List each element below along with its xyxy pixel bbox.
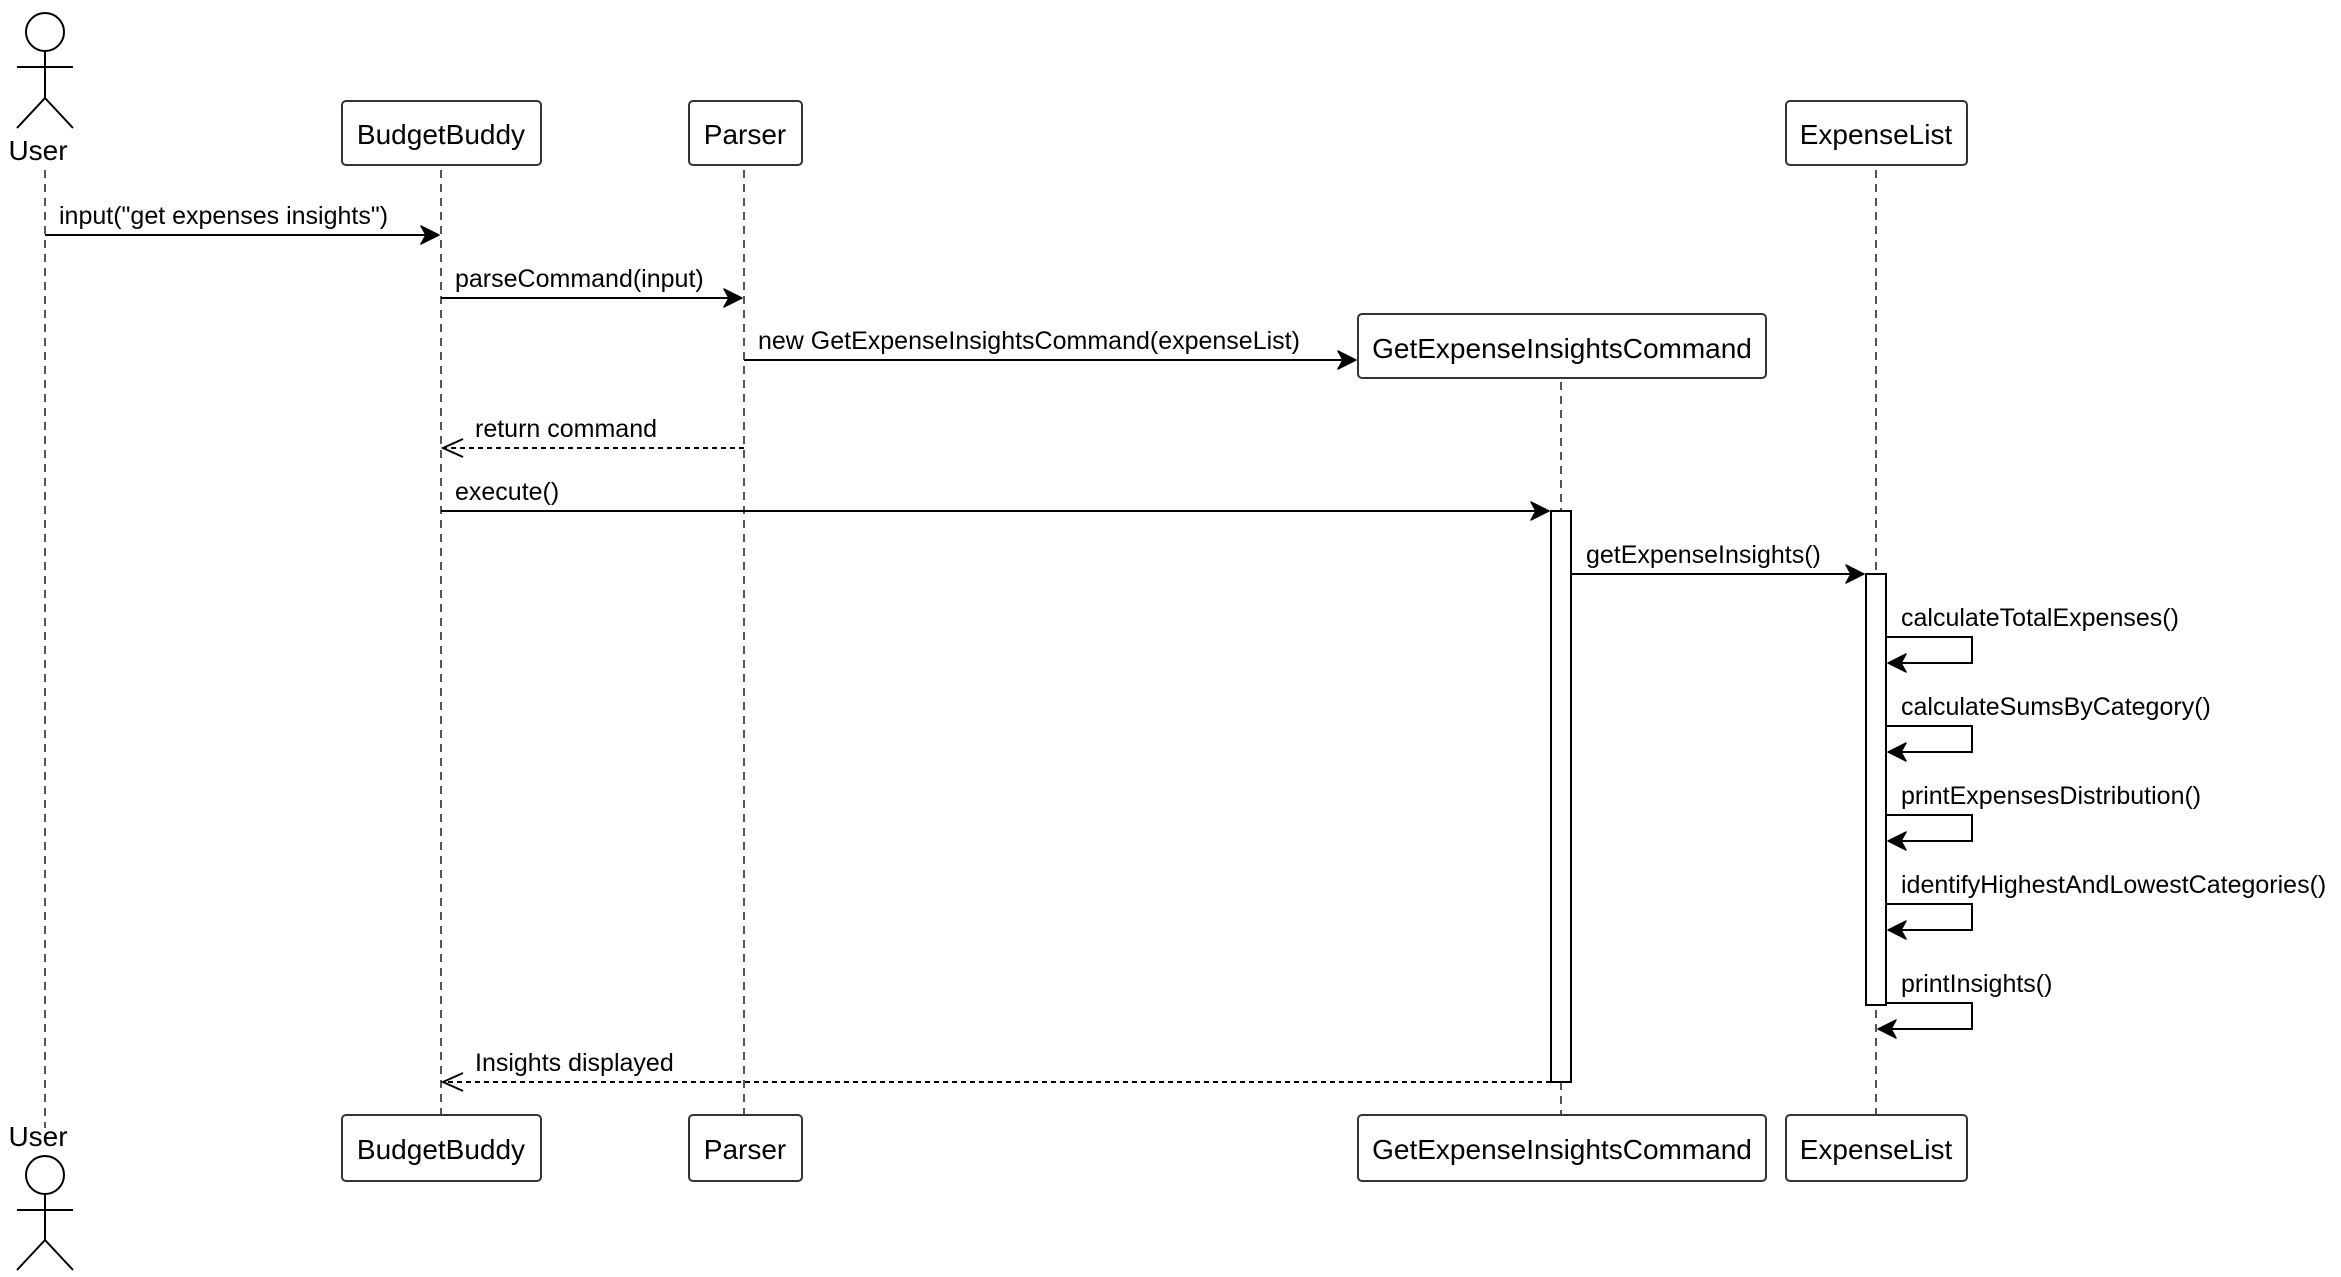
message-label: calculateTotalExpenses() [1901, 604, 2179, 632]
participant-box-expenselist-bottom: ExpenseList [1785, 1114, 1968, 1182]
participant-box-getexpenseinsightscommand-bottom: GetExpenseInsightsCommand [1357, 1114, 1767, 1182]
message-create-command: new GetExpenseInsightsCommand(expenseLis… [744, 327, 1357, 370]
actor-user-top [16, 12, 74, 129]
message-label: calculateSumsByCategory() [1901, 693, 2211, 721]
message-label: Insights displayed [475, 1049, 674, 1077]
message-label: getExpenseInsights() [1586, 541, 1821, 569]
activation-bar-getexpenseinsightscommand [1550, 510, 1572, 1083]
participant-label: GetExpenseInsightsCommand [1372, 333, 1752, 364]
actor-user-top-label: User [8, 135, 67, 166]
actor-user-bottom [16, 1155, 74, 1271]
message-label: execute() [455, 478, 559, 506]
message-label: identifyHighestAndLowestCategories() [1901, 871, 2326, 899]
activation-bar-expenselist [1865, 573, 1887, 1006]
message-insights-displayed: Insights displayed [440, 1049, 1551, 1092]
message-label: new GetExpenseInsightsCommand(expenseLis… [758, 327, 1300, 355]
message-print-insights: printInsights() [1877, 970, 2052, 1039]
message-label: printInsights() [1901, 970, 2052, 998]
message-label: return command [475, 415, 657, 443]
message-label: input("get expenses insights") [59, 202, 388, 230]
participant-label: BudgetBuddy [357, 119, 525, 150]
participant-box-parser-bottom: Parser [688, 1114, 803, 1182]
participant-label: ExpenseList [1800, 1134, 1953, 1165]
message-execute: execute() [441, 478, 1550, 521]
message-identify-highest-lowest: identifyHighestAndLowestCategories() [1886, 871, 2326, 940]
participant-box-getexpenseinsightscommand-created: GetExpenseInsightsCommand [1357, 313, 1767, 379]
participant-label: GetExpenseInsightsCommand [1372, 1134, 1752, 1165]
message-input: input("get expenses insights") [45, 202, 440, 245]
message-label: parseCommand(input) [455, 265, 704, 293]
actor-user-bottom-label: User [8, 1121, 67, 1152]
message-label: printExpensesDistribution() [1901, 782, 2201, 810]
participant-label: BudgetBuddy [357, 1134, 525, 1165]
message-return-command: return command [440, 415, 744, 458]
message-calculate-sums-by-category: calculateSumsByCategory() [1886, 693, 2211, 762]
message-parse-command: parseCommand(input) [441, 265, 743, 308]
participant-label: ExpenseList [1800, 119, 1953, 150]
message-print-expenses-distribution: printExpensesDistribution() [1886, 782, 2201, 851]
participant-label: Parser [704, 1134, 786, 1165]
participant-box-parser-top: Parser [688, 100, 803, 166]
participant-box-budgetbuddy-bottom: BudgetBuddy [341, 1114, 542, 1182]
participant-box-expenselist-top: ExpenseList [1785, 100, 1968, 166]
message-get-expense-insights: getExpenseInsights() [1571, 541, 1865, 584]
participant-box-budgetbuddy-top: BudgetBuddy [341, 100, 542, 166]
participant-label: Parser [704, 119, 786, 150]
message-calculate-total-expenses: calculateTotalExpenses() [1886, 604, 2179, 673]
